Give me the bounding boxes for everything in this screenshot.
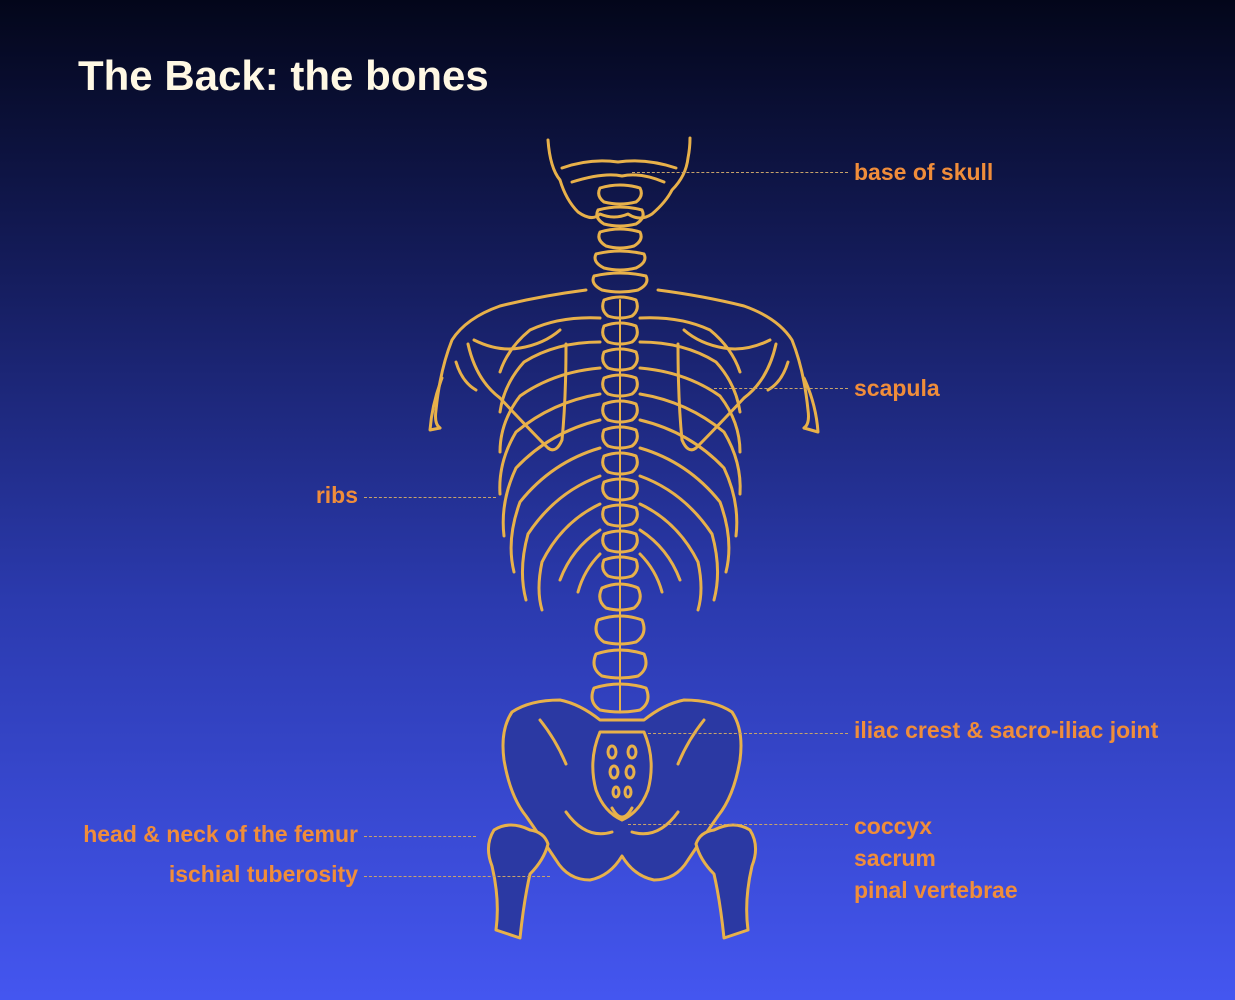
leader-scapula bbox=[714, 388, 848, 389]
leader-femur-head-neck bbox=[364, 836, 476, 837]
label-spinal-vertebrae: pinal vertebrae bbox=[854, 877, 1018, 903]
label-base-of-skull: base of skull bbox=[854, 159, 994, 185]
label-ischial-tuberosity: ischial tuberosity bbox=[168, 861, 358, 887]
label-sacrum: sacrum bbox=[854, 845, 936, 871]
label-coccyx: coccyx bbox=[854, 813, 933, 839]
label-iliac-crest: iliac crest & sacro-iliac joint bbox=[854, 717, 1159, 743]
pelvis bbox=[501, 698, 743, 882]
label-ribs: ribs bbox=[315, 482, 358, 508]
leader-base-of-skull bbox=[632, 172, 848, 173]
leader-ribs bbox=[364, 497, 496, 498]
rib-cage bbox=[498, 316, 742, 612]
diagram-title: The Back: the bones bbox=[78, 52, 489, 99]
label-femur-head-neck: head & neck of the femur bbox=[83, 821, 358, 847]
leader-ischial-tuberosity bbox=[364, 876, 550, 877]
label-scapula: scapula bbox=[854, 375, 940, 401]
skull-base bbox=[546, 136, 692, 220]
femur-bones bbox=[487, 823, 757, 940]
leader-coccyx bbox=[628, 824, 848, 825]
cervical-vertebrae bbox=[591, 183, 649, 294]
spinal-column bbox=[590, 295, 650, 714]
leader-iliac-crest bbox=[648, 733, 848, 734]
